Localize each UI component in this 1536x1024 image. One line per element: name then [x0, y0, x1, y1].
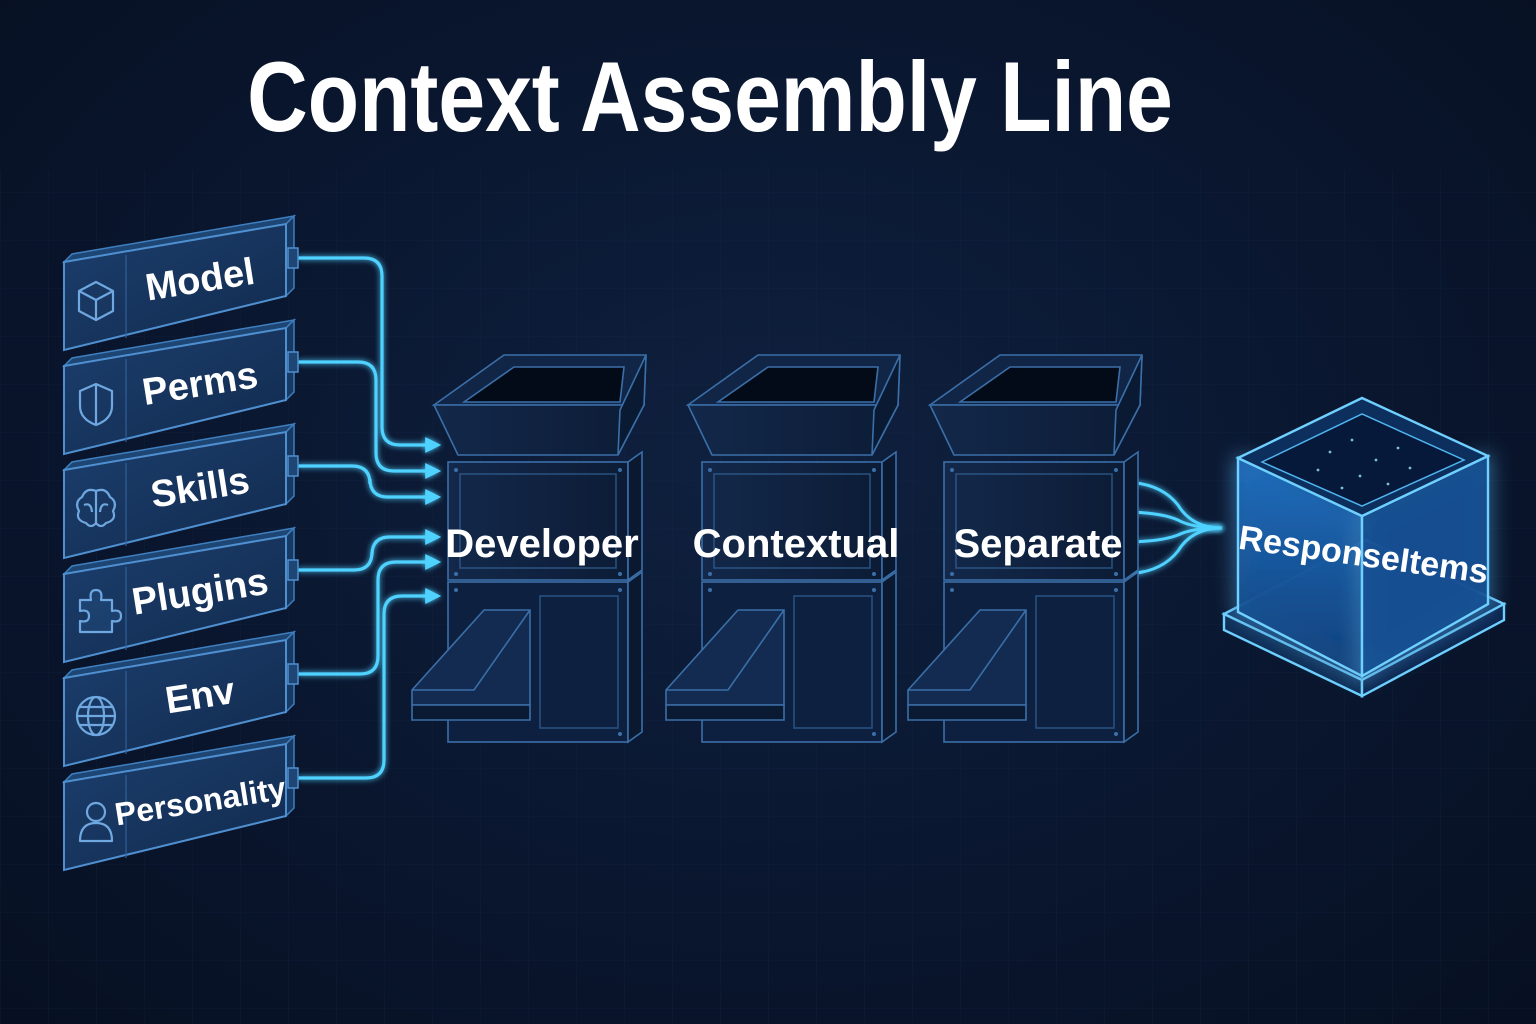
user-icon: [78, 801, 114, 843]
stage-label-contextual: Contextual: [693, 522, 900, 566]
stage-machine-separate: Separate: [907, 354, 1143, 744]
merge-line-1: [1121, 480, 1223, 530]
connector-model: [298, 256, 442, 453]
connector-skills: [298, 464, 442, 505]
stage-machine-contextual: Contextual: [665, 354, 901, 744]
globe-icon: [75, 695, 117, 737]
diagram-title: Context Assembly Line: [247, 41, 1173, 153]
puzzle-icon: [78, 588, 123, 634]
output-cube: ResponseItems: [1221, 396, 1507, 699]
input-panel-model: Model: [61, 214, 299, 352]
input-panel-skills: Skills: [61, 422, 299, 560]
shield-icon: [78, 382, 114, 427]
stage-machine-developer: Developer: [411, 354, 647, 744]
connector-perms: [298, 360, 442, 479]
stage-label-developer: Developer: [445, 522, 638, 566]
stage-label-separate: Separate: [954, 522, 1123, 566]
input-panel-perms: Perms: [61, 318, 299, 456]
connector-personality: [298, 588, 442, 780]
connector-env: [298, 554, 442, 676]
brain-icon: [75, 488, 117, 528]
input-panel-env: Env: [61, 630, 299, 768]
merge-line-4: [1121, 526, 1223, 576]
cube-icon: [77, 280, 115, 322]
connectors: [298, 256, 1232, 780]
stage-machines: Developer Contextual Separate: [411, 354, 1143, 744]
input-panel-plugins: Plugins: [61, 526, 299, 664]
connector-plugins: [298, 529, 442, 572]
input-panel-personality: Personality: [61, 734, 299, 872]
